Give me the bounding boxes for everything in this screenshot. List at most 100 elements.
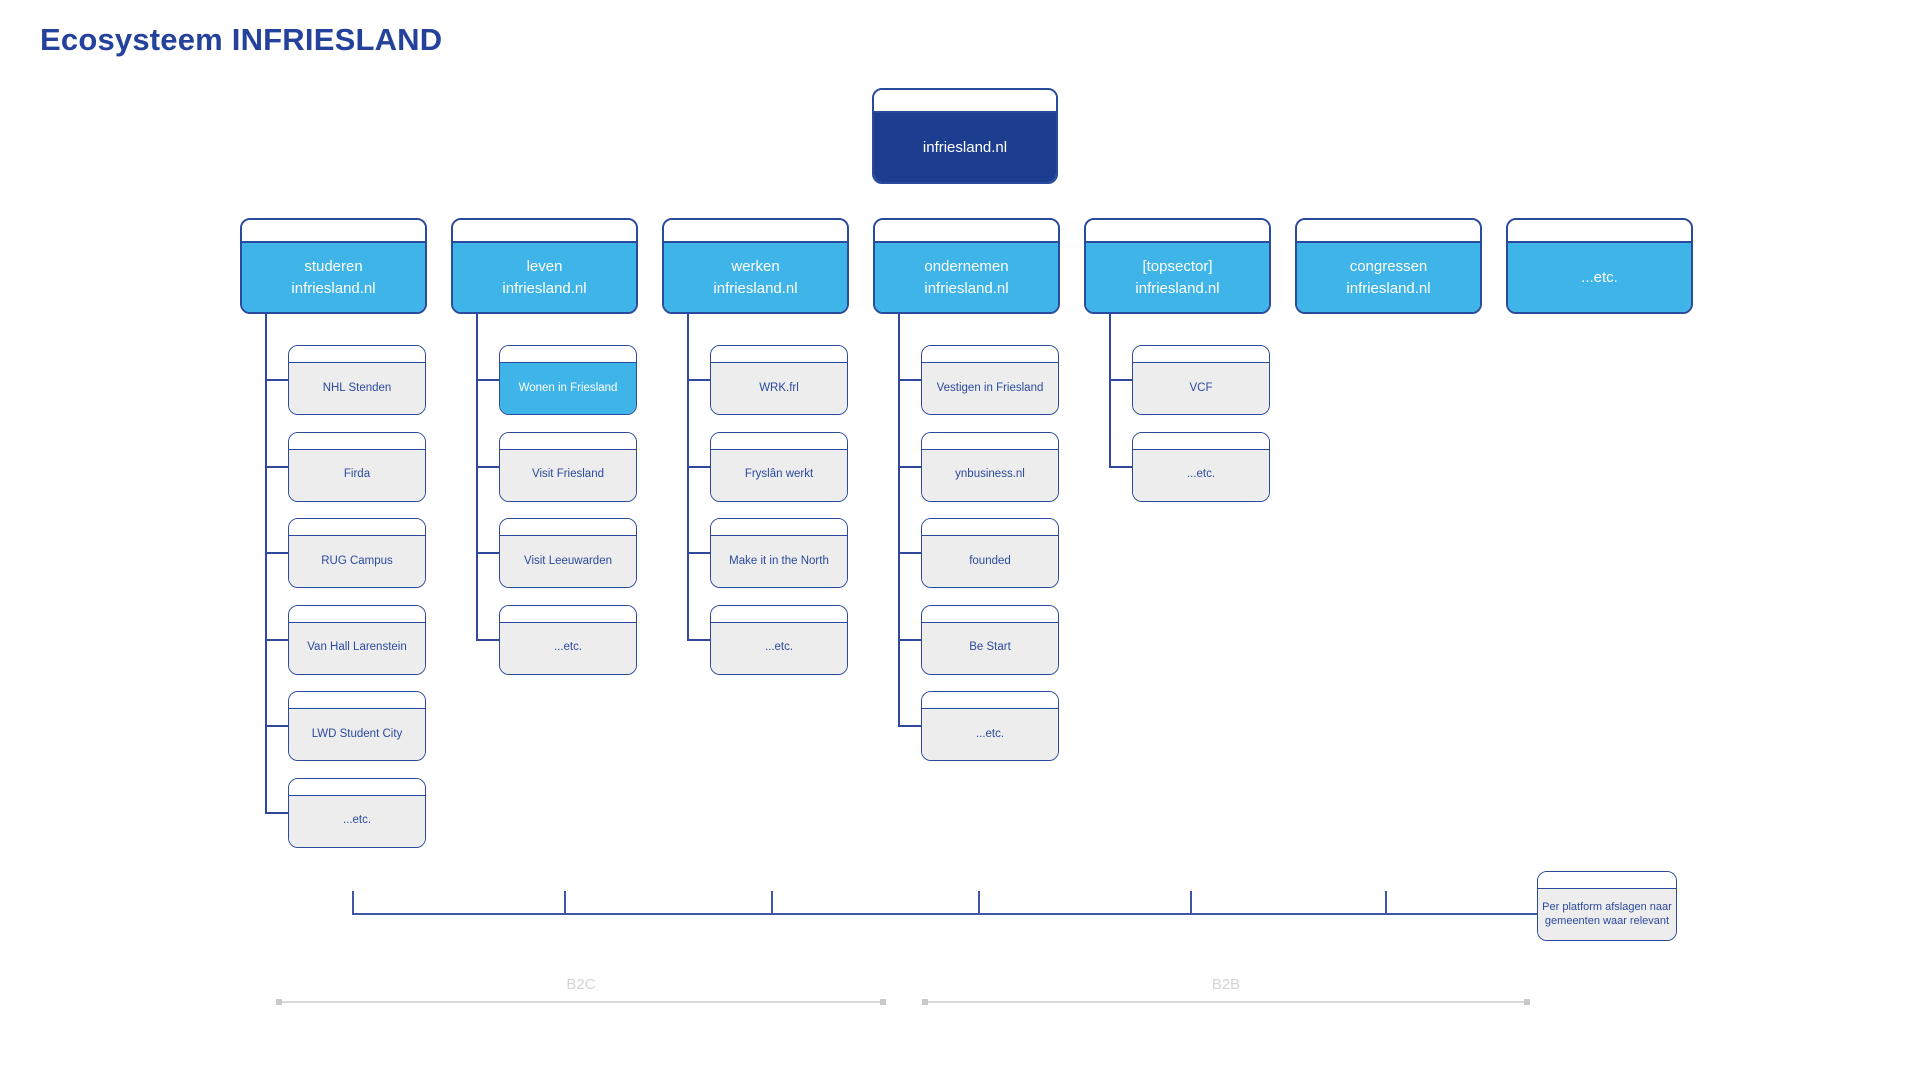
child-node-1-1-header: [500, 432, 636, 450]
segment-b2c-end-right: [880, 999, 886, 1005]
child-node-1-3-header: [500, 605, 636, 623]
branch-node-2: werken infriesland.nl: [662, 218, 849, 314]
connector-stub-4-1: [1109, 465, 1132, 468]
child-node-4-1-header: [1133, 432, 1269, 450]
connector-stub-1-0: [476, 379, 499, 381]
branch-node-6: ...etc.: [1506, 218, 1693, 314]
child-node-0-0-label: NHL Stenden: [289, 363, 425, 414]
child-node-0-2: RUG Campus: [288, 518, 426, 588]
connector-stub-1-1: [476, 465, 499, 468]
branch-node-1-header: [453, 220, 636, 243]
child-node-2-2-label: Make it in the North: [711, 536, 847, 587]
child-node-1-1-label: Visit Friesland: [500, 449, 636, 501]
child-node-4-0: VCF: [1132, 345, 1270, 415]
segment-b2b-end-left: [922, 999, 928, 1005]
connector-stub-3-0: [898, 379, 921, 381]
connector-stub-0-4: [265, 725, 288, 727]
connector-trunk-1: [476, 312, 478, 640]
child-node-3-4-header: [922, 692, 1058, 709]
child-node-3-4-label: ...etc.: [922, 709, 1058, 760]
branch-node-5: congressen infriesland.nl: [1295, 218, 1482, 314]
child-node-1-2-label: Visit Leeuwarden: [500, 536, 636, 587]
branch-node-2-header: [664, 220, 847, 243]
branch-node-4-header: [1086, 220, 1269, 243]
connector-stub-3-4: [898, 725, 921, 727]
branch-node-6-header: [1508, 220, 1691, 243]
segment-b2c-label: B2C: [566, 976, 596, 993]
connector-stub-3-1: [898, 465, 921, 468]
connector-stub-0-5: [265, 811, 288, 814]
branch-node-2-label: werken infriesland.nl: [664, 243, 847, 312]
child-node-0-0: NHL Stenden: [288, 345, 426, 415]
connector-trunk-3: [898, 312, 900, 726]
branch-node-6-label: ...etc.: [1508, 243, 1691, 312]
child-node-3-4: ...etc.: [921, 691, 1059, 761]
branch-node-3: ondernemen infriesland.nl: [873, 218, 1060, 314]
child-node-0-5: ...etc.: [288, 777, 426, 848]
segment-b2c-end-left: [276, 999, 282, 1005]
child-node-4-0-header: [1133, 346, 1269, 363]
child-node-0-3: Van Hall Larenstein: [288, 604, 426, 675]
segment-b2b-label: B2B: [1211, 976, 1241, 993]
child-node-1-0-header: [500, 346, 636, 363]
connector-trunk-0: [265, 312, 267, 813]
bracket-tick-0: [352, 891, 354, 915]
child-node-3-3-header: [922, 605, 1058, 623]
bracket-tick-5: [1385, 891, 1387, 915]
child-node-0-4-label: LWD Student City: [289, 709, 425, 760]
child-node-4-1-label: ...etc.: [1133, 449, 1269, 501]
branch-node-3-header: [875, 220, 1058, 243]
branch-node-0-header: [242, 220, 425, 243]
note-box-header: [1538, 872, 1676, 889]
child-node-0-5-header: [289, 778, 425, 796]
connector-stub-4-0: [1109, 379, 1132, 381]
child-node-1-3-label: ...etc.: [500, 622, 636, 674]
child-node-3-2-label: founded: [922, 536, 1058, 587]
child-node-3-1-header: [922, 432, 1058, 450]
branch-node-1-label: leven infriesland.nl: [453, 243, 636, 312]
child-node-1-2: Visit Leeuwarden: [499, 518, 637, 588]
branch-node-5-header: [1297, 220, 1480, 243]
child-node-2-0-label: WRK.frl: [711, 363, 847, 414]
child-node-2-0-header: [711, 346, 847, 363]
connector-stub-2-1: [687, 465, 710, 468]
bracket-tick-4: [1190, 891, 1192, 915]
segment-b2c-line: [278, 1001, 884, 1003]
root-node-header: [874, 90, 1056, 113]
child-node-0-1: Firda: [288, 431, 426, 502]
connector-stub-0-1: [265, 465, 288, 468]
child-node-1-1: Visit Friesland: [499, 431, 637, 502]
child-node-1-2-header: [500, 519, 636, 536]
connector-stub-0-0: [265, 379, 288, 381]
connector-trunk-4: [1109, 312, 1111, 467]
child-node-3-1: ynbusiness.nl: [921, 431, 1059, 502]
child-node-0-2-header: [289, 519, 425, 536]
bracket-line: [352, 913, 1537, 915]
branch-node-4-label: [topsector] infriesland.nl: [1086, 243, 1269, 312]
root-node-label: infriesland.nl: [874, 113, 1056, 182]
child-node-2-3-header: [711, 605, 847, 623]
child-node-2-1-header: [711, 432, 847, 450]
child-node-2-3-label: ...etc.: [711, 622, 847, 674]
branch-node-5-label: congressen infriesland.nl: [1297, 243, 1480, 312]
bracket-tick-1: [564, 891, 566, 915]
child-node-1-3: ...etc.: [499, 604, 637, 675]
child-node-0-2-label: RUG Campus: [289, 536, 425, 587]
child-node-1-0-label: Wonen in Friesland: [500, 363, 636, 414]
child-node-3-3-label: Be Start: [922, 622, 1058, 674]
connector-stub-3-3: [898, 638, 921, 641]
bracket-tick-2: [771, 891, 773, 915]
child-node-4-0-label: VCF: [1133, 363, 1269, 414]
child-node-2-1: Fryslân werkt: [710, 431, 848, 502]
branch-node-0-label: studeren infriesland.nl: [242, 243, 425, 312]
connector-trunk-2: [687, 312, 689, 640]
child-node-3-2-header: [922, 519, 1058, 536]
child-node-2-0: WRK.frl: [710, 345, 848, 415]
connector-stub-0-2: [265, 552, 288, 554]
branch-node-3-label: ondernemen infriesland.nl: [875, 243, 1058, 312]
connector-stub-1-2: [476, 552, 499, 554]
child-node-2-3: ...etc.: [710, 604, 848, 675]
branch-node-4: [topsector] infriesland.nl: [1084, 218, 1271, 314]
child-node-0-3-label: Van Hall Larenstein: [289, 622, 425, 674]
